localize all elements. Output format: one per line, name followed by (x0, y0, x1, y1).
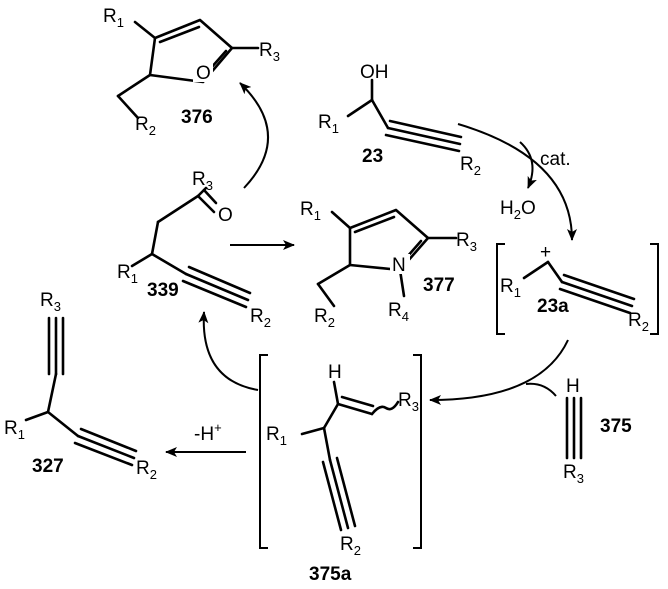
alkyne-375: H R3 375 (563, 376, 632, 486)
compound-23a-label: 23a (537, 296, 569, 317)
arrow-water-release (519, 141, 537, 189)
compound-375-label: 375 (600, 416, 632, 437)
intermediate-r2-label: R2 (340, 534, 361, 558)
pyrrole-r1-label: R1 (300, 199, 321, 223)
pyrrole-nitrogen-label: N (392, 255, 406, 276)
diyne-r3-label: R3 (40, 290, 61, 314)
furan-oxygen-label: O (196, 63, 211, 84)
furan-r3-label: R3 (259, 40, 280, 64)
vinyl-hydrogen-label: H (328, 362, 342, 383)
compound-376-label: 376 (181, 107, 213, 128)
alkyne-r3-label: R3 (563, 462, 584, 486)
alcohol-r2-label: R2 (460, 154, 481, 178)
intermediate-375a: H R3 R1 R2 375a (259, 354, 422, 585)
catalyst-label: cat. (540, 149, 571, 170)
arrow-23-to-23a (457, 123, 577, 241)
cation-23a: + R1 R2 23a (496, 242, 659, 335)
ketone-oxygen-label: O (218, 205, 233, 226)
arrow-339-to-376 (239, 82, 269, 189)
compound-375a-label: 375a (309, 564, 352, 585)
cation-r1-label: R1 (500, 276, 521, 300)
pyrrole-r3-label: R3 (456, 230, 477, 254)
ketone-r1-label: R1 (117, 262, 138, 286)
diyne-r2-label: R2 (136, 458, 157, 482)
intermediate-r3-label: R3 (398, 390, 419, 414)
furan-r2-label: R2 (135, 114, 156, 138)
hydroxyl-label: OH (360, 62, 389, 83)
alcohol-23: OH R1 R2 23 (318, 62, 481, 178)
arrow-23a-to-375a (429, 339, 569, 405)
ketone-339: O R3 R1 R2 339 (117, 169, 271, 330)
pyrrole-r4-label: R4 (388, 300, 409, 324)
arrow-375a-to-339 (198, 311, 259, 391)
cation-r2-label: R2 (628, 310, 649, 334)
diyne-r1-label: R1 (4, 418, 25, 442)
water-label: H2O (500, 198, 536, 222)
furan-376: O R1 R3 R2 376 (103, 6, 280, 138)
intermediate-r1-label: R1 (266, 424, 287, 448)
arrow-375-addition (525, 382, 557, 397)
cation-charge: + (540, 242, 551, 263)
furan-r1-label: R1 (103, 6, 124, 30)
compound-23-label: 23 (362, 146, 383, 167)
compound-339-label: 339 (147, 280, 179, 301)
pyrrole-r2-label: R2 (314, 306, 335, 330)
ketone-r2-label: R2 (250, 306, 271, 330)
diyne-327: R3 R1 R2 327 (4, 290, 157, 482)
deprotonation-label: -H+ (194, 420, 222, 445)
ketone-r3-label: R3 (192, 169, 213, 193)
alkyne-hydrogen-label: H (566, 376, 580, 397)
pyrrole-377: N R1 R3 R2 R4 377 (300, 199, 477, 330)
compound-377-label: 377 (423, 275, 455, 296)
alcohol-r1-label: R1 (318, 112, 339, 136)
compound-327-label: 327 (32, 456, 64, 477)
